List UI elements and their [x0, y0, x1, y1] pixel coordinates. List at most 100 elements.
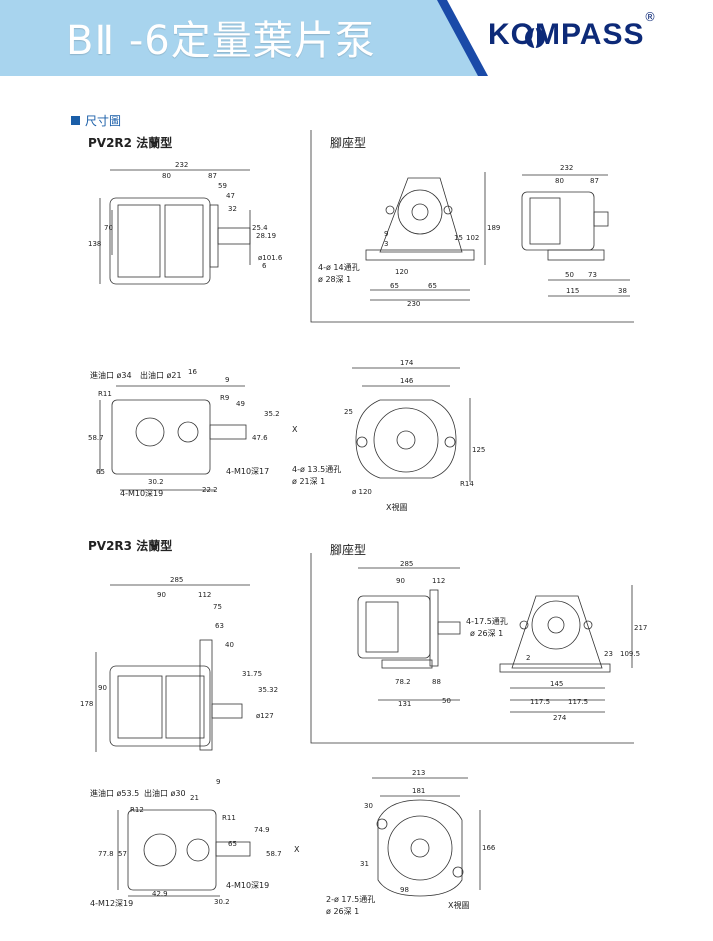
dim: 40 [225, 641, 234, 649]
dim: 16 [188, 368, 197, 376]
brand-registered-mark: ® [644, 10, 656, 24]
hole-note: 4-17.5通孔 [466, 616, 508, 626]
hole-note: ø 26深 1 [326, 907, 359, 916]
thread-note: 4-M12深19 [90, 899, 133, 908]
dim: 90 [98, 684, 107, 692]
dim: 112 [432, 577, 445, 585]
dim: ø101.6 [258, 254, 283, 262]
dim: R11 [222, 814, 236, 822]
dim: 22.2 [202, 486, 218, 494]
dim: 31.75 [242, 670, 262, 678]
dim: 38 [618, 287, 627, 295]
dim: 80 [162, 172, 171, 180]
thread-note: 4-M10深17 [226, 467, 269, 476]
pv2r2-flange-front-drawing [99, 385, 247, 491]
dim: R12 [130, 806, 144, 814]
inlet-label: 進油口 ø53.5 [90, 788, 139, 798]
dim: 63 [215, 622, 224, 630]
dim: 74.9 [254, 826, 270, 834]
pv2r2-flange-title: PV2R2 法蘭型 [88, 136, 173, 150]
dim: 80 [555, 177, 564, 185]
dim: R11 [98, 390, 112, 398]
dim: 112 [198, 591, 211, 599]
dim: 21 [190, 794, 199, 802]
dim: ø127 [256, 712, 274, 720]
hole-note: ø 28深 1 [318, 275, 351, 284]
dim: 213 [412, 769, 425, 777]
dim: 217 [634, 624, 647, 632]
dim: 65 [390, 282, 399, 290]
dim: 9 [225, 376, 229, 384]
outlet-label: 出油口 ø21 [140, 370, 182, 380]
dim: 2 [526, 654, 530, 662]
dim: 115 [566, 287, 579, 295]
dim: 49 [236, 400, 245, 408]
pv2r2-x-view-drawing [352, 367, 471, 482]
dim: 87 [208, 172, 217, 180]
pv2r3-foot-frame [310, 553, 634, 744]
dim: R14 [460, 480, 474, 488]
dim: 42.9 [152, 890, 168, 898]
dim: 78.2 [395, 678, 411, 686]
dim: 47 [226, 192, 235, 200]
dim: 65 [428, 282, 437, 290]
dim: 125 [472, 446, 485, 454]
dim: 47.6 [252, 434, 268, 442]
dim: 35.2 [264, 410, 280, 418]
dim: 30.2 [214, 898, 230, 906]
dim: 58.7 [88, 434, 104, 442]
dim: 174 [400, 359, 414, 367]
thread-note: 4-M10深19 [120, 489, 163, 498]
dim: 117.5 [568, 698, 588, 706]
page-header: BⅡ -6定量葉片泵 KOMPASS ® [0, 0, 713, 76]
dim: 30.2 [148, 478, 164, 486]
pv2r3-x-view-drawing [372, 777, 481, 897]
dim: 232 [175, 161, 188, 169]
dim: 50 [565, 271, 574, 279]
dim: 28.19 [256, 232, 276, 240]
dim: 178 [80, 700, 93, 708]
dim: 109.5 [620, 650, 640, 658]
inlet-label: 進油口 ø34 [90, 370, 132, 380]
dim: 285 [170, 576, 183, 584]
pv2r2-foot-front-drawing [365, 172, 486, 301]
dim: 87 [590, 177, 599, 185]
dim: 102 [466, 234, 479, 242]
dim: 6 [262, 262, 267, 270]
dim: 274 [553, 714, 567, 722]
pv2r3-foot-side-drawing [357, 567, 461, 701]
section-label: 尺寸圖 [85, 114, 122, 128]
dim: 90 [396, 577, 405, 585]
pv2r2-foot-frame [310, 130, 634, 323]
dim: 75 [213, 603, 222, 611]
dim: 145 [550, 680, 563, 688]
dim: R9 [220, 394, 229, 402]
x-arrow-label: X [292, 425, 298, 434]
dim: 32 [228, 205, 237, 213]
dim: 23 [604, 650, 613, 658]
dim: 25.4 [252, 224, 268, 232]
section-marker [71, 116, 80, 125]
dim: 9 [216, 778, 220, 786]
page-title: BⅡ -6定量葉片泵 [66, 18, 376, 64]
outlet-label: 出油口 ø30 [144, 788, 186, 798]
dim: 57 [118, 850, 127, 858]
dim: 50 [442, 697, 451, 705]
dim: 65 [228, 840, 237, 848]
dim: 73 [588, 271, 597, 279]
dim: 58.7 [266, 850, 282, 858]
dim: 230 [407, 300, 420, 308]
pv2r2-flange-side-drawing [99, 169, 251, 285]
dim: 138 [88, 240, 101, 248]
hole-note: 4-ø 13.5通孔 [292, 464, 341, 474]
pv2r3-flange-side-drawing [95, 584, 250, 752]
dim: 146 [400, 377, 414, 385]
dim: 70 [104, 224, 113, 232]
dim: 77.8 [98, 850, 114, 858]
dim: 98 [400, 886, 409, 894]
dim: 90 [157, 591, 166, 599]
dim: 131 [398, 700, 411, 708]
dim: 232 [560, 164, 573, 172]
x-view-caption: X視圖 [386, 503, 407, 512]
